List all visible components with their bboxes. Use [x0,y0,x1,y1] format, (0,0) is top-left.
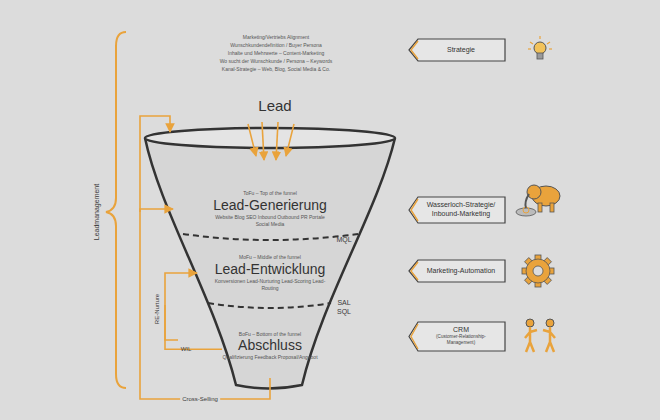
arrow-box: Strategie [408,38,506,62]
strategy-note: Wunschkundendefinition / Buyer Persona [230,42,322,49]
stage-marker: WIL [181,346,192,352]
stage-note: BoFu – Bottom of the funnel [239,331,301,338]
stage-marker: SQL [337,308,351,315]
stage-marker: MQL [336,236,351,243]
feedback-line [140,116,170,212]
strategy-note: Inhalte und Mehrwerte – Content-Marketin… [228,50,324,57]
stage-title: Lead-Generierung [213,197,327,214]
stage-note: Website Blog SEO Inbound Outbound PR Por… [213,214,328,228]
box-text: CRM [453,326,469,335]
stage-note: Qualifizierung Feedback Proposal/Angebot [222,354,317,361]
arrow-box: Marketing-Automation [408,259,506,283]
stage-note: MoFu – Middle of the funnel [239,254,301,261]
box-text: Marketing-Automation [427,267,495,276]
feedback-connector [165,273,222,349]
connector-label: RE-Nurture [154,292,160,326]
strategy-note: Wo sucht der Wunschkunde / Persona – Key… [220,58,333,65]
people-icon [525,319,555,352]
curly-brace [106,32,126,388]
funnel-body [145,138,395,389]
arrow-box: CRM(Customer-Relationship-Management) [408,321,506,352]
box-text: Wasserloch-Strategie/ Inbound-Marketing [422,201,500,219]
stage-divider [183,234,358,240]
stage-marker: SAL [337,299,350,306]
strategy-note: Kanal-Strategie – Web, Blog, Social Medi… [222,66,330,73]
feedback-connector [140,209,270,399]
lead-arrows [248,122,294,160]
bracket-label: Leadmanagement [93,184,100,240]
funnel-top [145,128,395,148]
box-text: (Customer-Relationship-Management) [422,334,500,346]
strategy-note: Marketing/Vertriebs Alignment [243,34,309,41]
connector-label: Cross-Selling [180,396,220,402]
arrow-box: Wasserloch-Strategie/ Inbound-Marketing [408,196,506,224]
funnel-stage: MoFu – Middle of the funnelLead-Entwickl… [197,244,343,302]
stage-divider [208,303,331,308]
stage-note: ToFu – Top of the funnel [243,190,297,197]
stage-title: Lead-Entwicklung [215,261,326,278]
stage-note: Konversionen Lead-Nurturing Lead-Scoring… [213,278,328,292]
box-text: Strategie [447,46,475,55]
funnel-stage: BoFu – Bottom of the funnelAbschlussQual… [222,314,318,378]
funnel-stage: ToFu – Top of the funnelLead-Generierung… [173,182,367,236]
gear-icon [522,255,554,287]
stage-title: Abschluss [238,337,302,354]
lead-title: Lead [258,97,291,115]
elephant-icon [516,185,560,216]
lightbulb-icon [528,36,552,59]
feedback-line [165,305,178,340]
